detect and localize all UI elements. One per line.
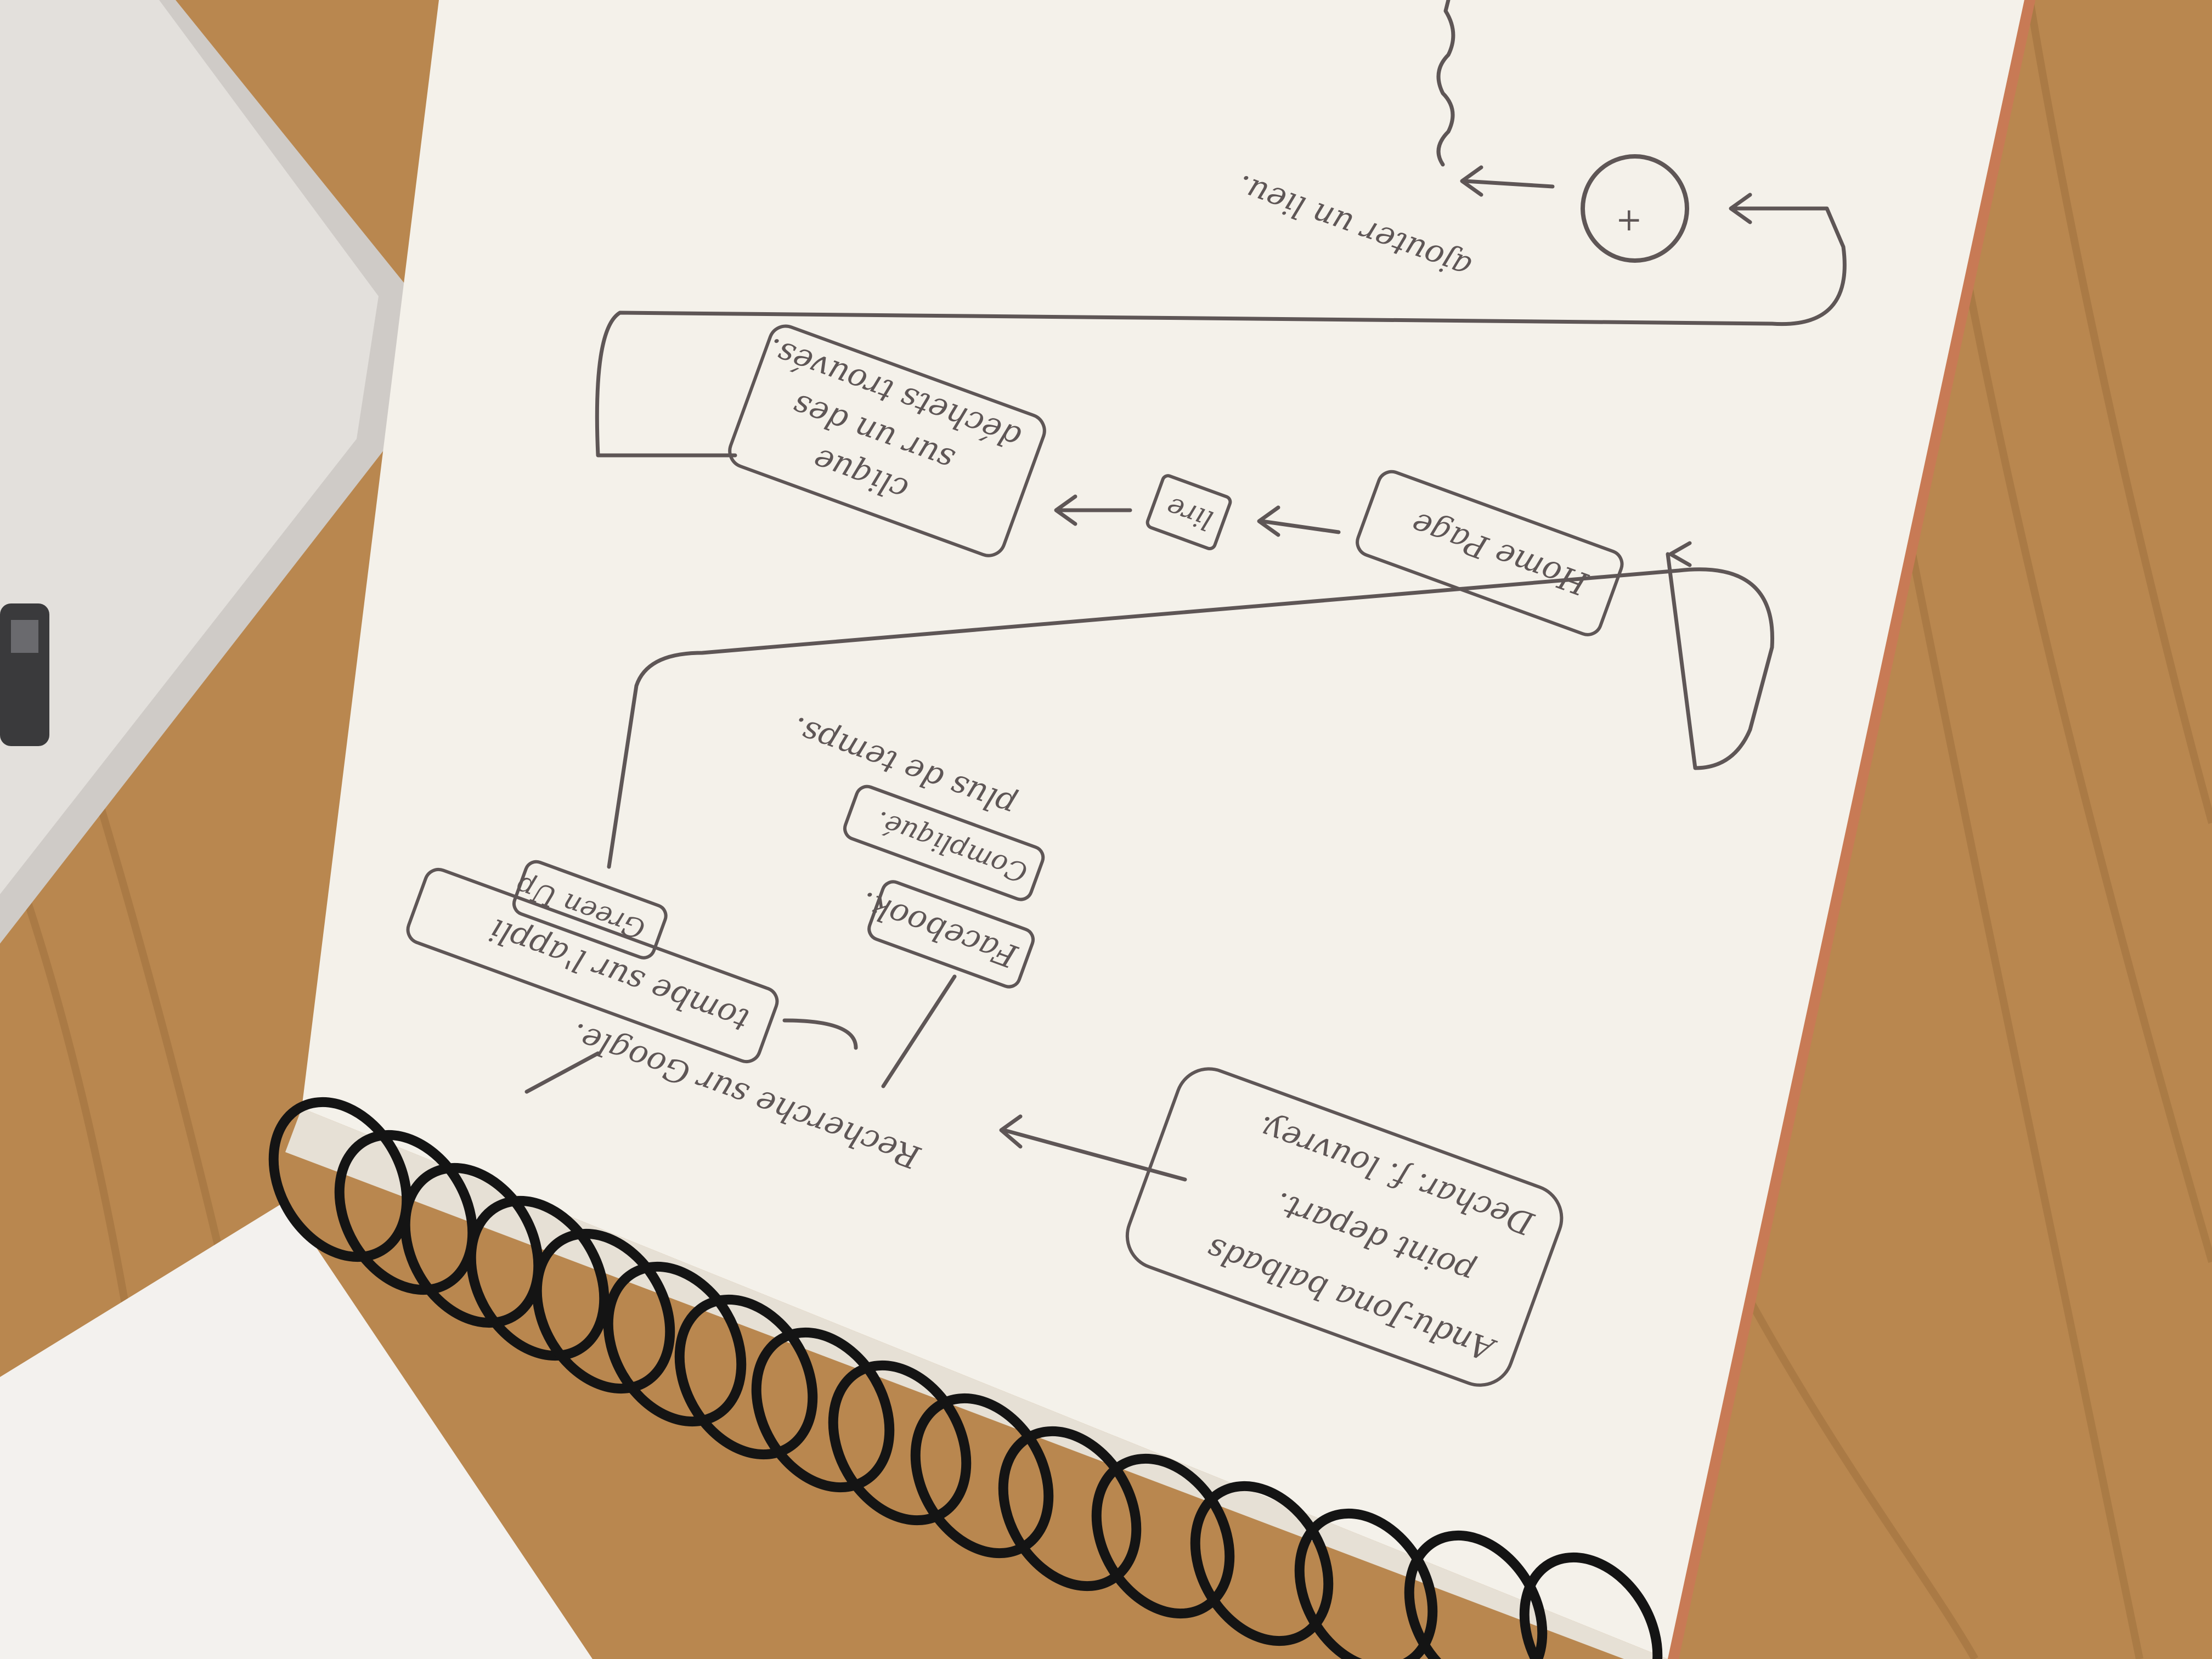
notebook-page: [302, 0, 2024, 1659]
notebook-page-edge: [1668, 0, 2035, 1659]
arrowhead-ajouter: [1460, 165, 1483, 197]
arrowhead-search: [999, 1114, 1023, 1149]
arrow-to-tombe: [782, 1018, 858, 1050]
loop-to-home-page: [607, 552, 1775, 869]
loop-to-plus: [595, 206, 1847, 458]
arrowhead-clique: [1054, 494, 1077, 526]
arrow-home-to-lire: [1260, 519, 1341, 534]
arrowhead-plus: [1729, 193, 1752, 224]
arrow-to-facebook: [881, 974, 957, 1088]
laptop: [0, 0, 406, 944]
loose-paper-sheet: [0, 1201, 592, 1659]
wavy-connector: [1436, 0, 1455, 167]
arrowhead-home-page: [1668, 541, 1692, 567]
arrowhead-lire: [1257, 505, 1280, 537]
arrow-plus-to-ajouter: [1463, 179, 1555, 189]
plus-circle: +: [1581, 154, 1689, 263]
plus-symbol: +: [1616, 201, 1643, 238]
arrow-start-to-search: [1002, 1128, 1187, 1182]
spiral-binding: [268, 1097, 1663, 1659]
arrow-search-extra: [524, 1051, 600, 1094]
